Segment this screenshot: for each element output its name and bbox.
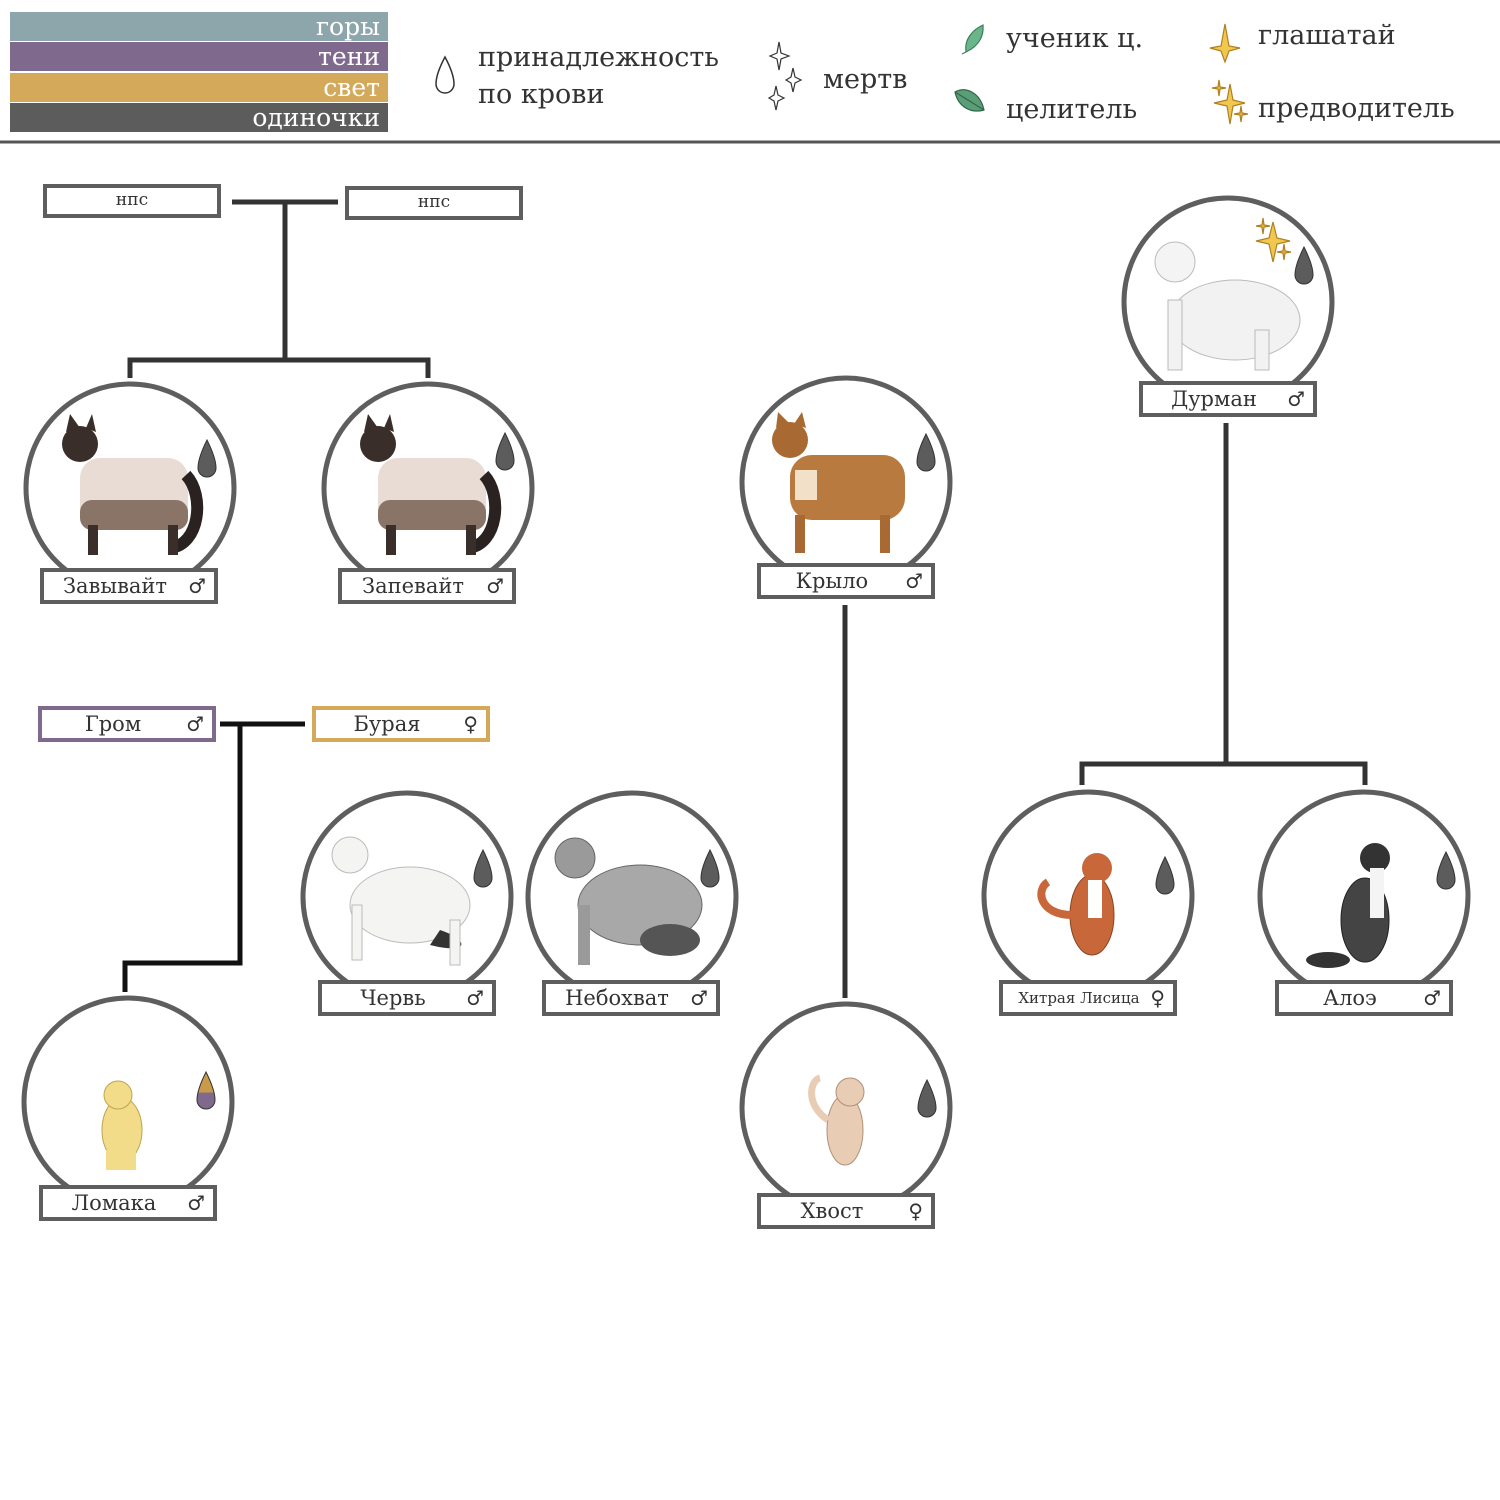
legend-deputy: глашатай	[1258, 20, 1396, 51]
blood-drop-outline-icon	[435, 55, 455, 94]
cat-name: Хвост	[800, 1199, 864, 1223]
leaf-large-icon	[954, 89, 985, 112]
legend-blood-line1: принадлежность	[478, 42, 719, 73]
star-deputy-icon	[1209, 23, 1241, 64]
blood-drop-icon	[197, 438, 217, 478]
female-icon: ♀	[908, 1199, 923, 1223]
blood-drop-icon	[917, 1078, 937, 1118]
npc-box-right: нпс	[345, 186, 523, 220]
blood-drop-icon	[916, 432, 936, 472]
cat-portrait-durman	[1154, 241, 1301, 371]
cat-portrait-zavyvait	[62, 414, 204, 555]
cat-name: Гром	[84, 712, 142, 736]
cat-name: Бурая	[353, 712, 421, 736]
dead-stars-icon	[767, 41, 803, 111]
clan-bar-svet: свет	[10, 73, 388, 102]
npc-box-left: нпс	[43, 184, 221, 218]
blood-drop-mixed-icon	[196, 1070, 216, 1110]
blood-drops	[197, 245, 1456, 1118]
blood-drop-icon	[1155, 855, 1175, 895]
male-icon: ♂	[187, 1191, 205, 1215]
cat-portrait-lomaka	[101, 1080, 143, 1170]
male-icon: ♂	[188, 574, 206, 598]
namebox-zapevait: Запевайт ♂	[338, 568, 516, 604]
male-icon: ♂	[690, 986, 708, 1010]
cat-name: Крыло	[795, 569, 869, 593]
leaf-small-icon	[961, 24, 984, 55]
connector-lines	[122, 199, 1368, 998]
namebox-zavyvait: Завывайт ♂	[40, 568, 218, 604]
cat-name: Ломака	[71, 1191, 157, 1215]
cat-portrait-khvost	[808, 1074, 865, 1166]
cat-portrait-cherv	[331, 836, 471, 966]
clan-bar-teni: тени	[10, 42, 388, 71]
namebox-khitraya: Хитрая Лисица ♀	[999, 980, 1177, 1016]
namebox-lomaka: Ломака ♂	[39, 1185, 217, 1221]
legend-med-apprentice: ученик ц.	[1006, 23, 1144, 54]
npc-children-bracket	[127, 357, 431, 378]
cat-portrait-khitraya	[1037, 853, 1115, 956]
durman-children-bracket	[1079, 761, 1368, 785]
clan-bar-gory: горы	[10, 12, 388, 41]
male-icon: ♂	[466, 986, 484, 1010]
cat-portrait-aloe	[1306, 843, 1390, 968]
male-icon: ♂	[486, 574, 504, 598]
cat-name: Червь	[360, 986, 426, 1010]
namebox-krylo: Крыло ♂	[757, 563, 935, 599]
legend-healer: целитель	[1006, 94, 1138, 125]
cat-name: Небохват	[565, 986, 669, 1010]
male-icon: ♂	[905, 569, 923, 593]
cat-portrait-krylo	[772, 412, 905, 553]
blood-drop-icon	[1294, 245, 1314, 285]
male-icon: ♂	[1423, 986, 1441, 1010]
namebox-nebokhvat: Небохват ♂	[542, 980, 720, 1016]
legend-blood-line2: по крови	[478, 79, 605, 110]
male-icon: ♂	[1287, 387, 1305, 411]
star-leader-icon	[1211, 79, 1249, 125]
blood-drop-icon	[495, 431, 515, 471]
clan-bar-odinochki: одиночки	[10, 103, 388, 132]
legend-leader: предводитель	[1258, 93, 1455, 124]
cat-name: Запевайт	[362, 574, 464, 598]
blood-drop-icon	[700, 848, 720, 888]
namebox-durman: Дурман ♂	[1139, 381, 1317, 417]
namebox-khvost: Хвост ♀	[757, 1193, 935, 1229]
male-icon: ♂	[186, 712, 204, 736]
cat-portrait-nebokhvat	[554, 837, 703, 965]
cat-name: Хитрая Лисица	[1018, 989, 1140, 1007]
namebox-grom: Гром ♂	[38, 706, 216, 742]
cat-name: Дурман	[1171, 387, 1257, 411]
blood-drop-icon	[1436, 850, 1456, 890]
blood-drop-icon	[473, 848, 493, 888]
cat-name: Алоэ	[1323, 986, 1377, 1010]
legend-icons	[0, 23, 1500, 144]
namebox-aloe: Алоэ ♂	[1275, 980, 1453, 1016]
cat-name: Завывайт	[62, 574, 168, 598]
legend-dead: мертв	[823, 64, 908, 95]
grom-lomaka-line	[122, 724, 243, 992]
female-icon: ♀	[1150, 986, 1165, 1010]
cat-portrait-zapevait	[360, 414, 502, 555]
namebox-buraya: Бурая ♀	[312, 706, 490, 742]
namebox-cherv: Червь ♂	[318, 980, 496, 1016]
female-icon: ♀	[463, 712, 478, 736]
leader-star-icon	[1255, 217, 1292, 263]
